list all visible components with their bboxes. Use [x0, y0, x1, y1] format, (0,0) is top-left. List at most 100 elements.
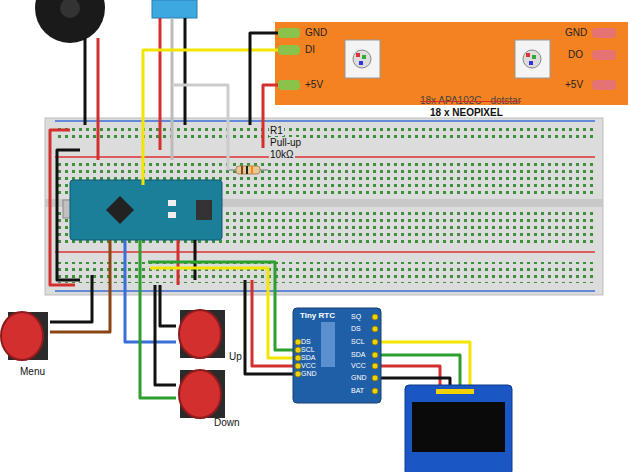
led-die [526, 53, 530, 57]
rtc-chip [321, 322, 335, 367]
strip-pad [592, 28, 616, 38]
led-die [529, 61, 533, 65]
pin [372, 339, 378, 345]
rail-line [55, 251, 595, 253]
rail-holes [55, 125, 595, 139]
pin-label: +5V [305, 79, 323, 90]
pin-label: DO [568, 49, 583, 60]
wire [184, 18, 187, 125]
rail-line [55, 120, 595, 122]
up-button: Up [229, 351, 253, 365]
pin-label: BAT [351, 387, 364, 395]
buzzer [35, 0, 105, 43]
wire [125, 240, 176, 342]
led-lens [523, 50, 541, 68]
pin [295, 371, 301, 377]
wire [50, 275, 92, 322]
pin-label: Menu [20, 366, 45, 377]
pin-label: SCL [301, 346, 315, 354]
wire [143, 50, 278, 185]
pin [372, 375, 378, 381]
resistor-label: Pull-up [269, 137, 302, 148]
wire [245, 280, 298, 374]
strip-pad [592, 80, 616, 90]
pin-label: SDA [351, 351, 365, 359]
wire [150, 268, 298, 358]
icsp-header [196, 200, 212, 220]
pin-label: GND [305, 27, 327, 38]
wire [172, 85, 228, 170]
neopixel-led [515, 40, 550, 78]
led-die [362, 55, 366, 59]
pin [295, 363, 301, 369]
dht-sensor [152, 0, 197, 18]
buzzer-center [60, 0, 80, 18]
led-strip [275, 22, 628, 105]
led-strip-node: GND DI +5V GND DO +5V [275, 22, 628, 105]
rtc-module-node: Tiny RTCDSSCLSDAVCCGNDSQDSSCLSDAVCCGNDBA… [293, 308, 381, 403]
pin-label: SCL [351, 338, 365, 346]
pin-label: DS [351, 325, 361, 333]
wire [160, 285, 176, 326]
pin-label: Down [214, 417, 240, 428]
pushbutton [179, 310, 221, 358]
pin-label: +5V [565, 79, 583, 90]
wire [50, 240, 110, 332]
pin-label: VCC [301, 362, 316, 370]
resistor-band [246, 166, 248, 174]
pushbutton [1, 312, 43, 360]
pin-label: GND [565, 27, 587, 38]
pushbutton-base [180, 310, 225, 358]
pin-label: GND [351, 374, 367, 382]
oled-module [405, 385, 512, 472]
breadboard [45, 118, 603, 295]
wire [159, 18, 162, 150]
resistor-label: R1 [269, 125, 284, 136]
wire [171, 18, 174, 160]
pin-label: DS [301, 338, 311, 346]
down-button: Down [214, 417, 254, 431]
rail-holes [55, 262, 595, 283]
strip-pad [278, 80, 300, 90]
pin [372, 314, 378, 320]
rail-line [55, 156, 595, 158]
pin-label: SQ [351, 313, 361, 321]
neopixel-led [345, 40, 380, 78]
wire [97, 38, 100, 160]
pin [372, 388, 378, 394]
pin-label: SDA [301, 354, 315, 362]
pin [295, 347, 301, 353]
pin [295, 355, 301, 361]
strip-pad [278, 28, 300, 38]
resistor-band [241, 166, 243, 174]
module-title: Tiny RTC [300, 312, 335, 321]
rail-line [55, 290, 595, 292]
menu-button: Menu [20, 366, 60, 380]
pin-label: Up [229, 351, 242, 362]
smd-led [168, 200, 176, 206]
pin-label: DI [305, 44, 315, 55]
wire [140, 240, 176, 398]
resistor-band [251, 166, 253, 174]
pin [295, 339, 301, 345]
wire [194, 240, 197, 280]
pin-label: GND [301, 370, 317, 378]
arduino-nano [70, 180, 222, 240]
oled-header [436, 389, 474, 394]
pin [372, 363, 378, 369]
led-die [356, 53, 360, 57]
struck-part-name: 18x APA102C - dotstar [420, 95, 521, 106]
resistor-value: 10kΩ [269, 149, 295, 160]
wire [155, 285, 176, 385]
rtc-module [293, 308, 381, 403]
wire [57, 150, 80, 280]
pushbutton [179, 370, 221, 418]
oled-screen [412, 402, 505, 452]
resistor-symbol [236, 166, 260, 174]
led-die [532, 55, 536, 59]
pushbutton-base [180, 370, 225, 418]
pin [372, 326, 378, 332]
wire [252, 280, 298, 366]
led-lens [353, 50, 371, 68]
